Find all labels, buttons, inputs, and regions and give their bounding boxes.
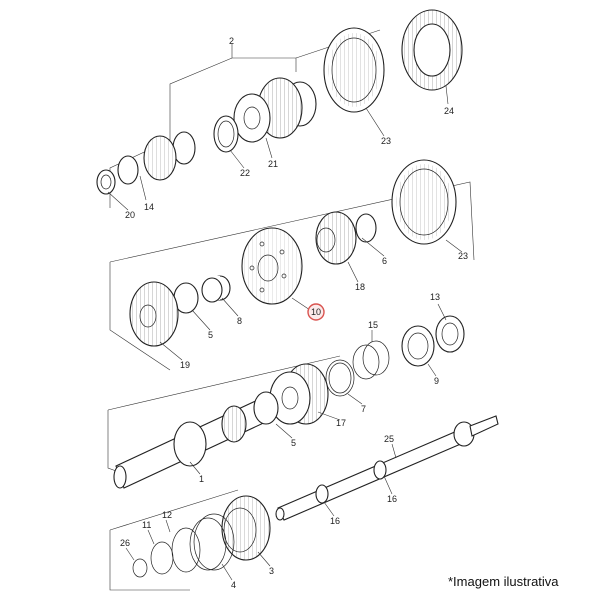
callout-9: 9: [434, 376, 439, 386]
bearing-14: [117, 131, 196, 185]
callout-20: 20: [125, 210, 135, 220]
callout-14: 14: [144, 202, 154, 212]
callout-1: 1: [199, 474, 204, 484]
callout-6: 6: [382, 256, 387, 266]
ring-4: [189, 513, 235, 571]
ring-11: [150, 541, 174, 575]
bearing-9: [401, 325, 435, 367]
callout-16-left: 16: [330, 516, 340, 526]
callout-19: 19: [180, 360, 190, 370]
gear-6: [315, 211, 377, 265]
drive-plate-18: [241, 227, 303, 305]
middle-assembly-frame: [109, 181, 475, 371]
callout-26: 26: [120, 538, 130, 548]
callout-22: 22: [240, 168, 250, 178]
callout-25: 25: [384, 434, 394, 444]
snap-ring-7: [325, 359, 355, 397]
gear-17: [269, 363, 329, 425]
gear-assembly-21: [233, 77, 317, 143]
callout-23-lower: 23: [458, 251, 468, 261]
callout-16-right: 16: [387, 494, 397, 504]
ring-12: [171, 527, 201, 573]
ring-26: [132, 558, 148, 578]
callout-12: 12: [162, 510, 172, 520]
illustrative-image-caption: *Imagem ilustrativa: [448, 574, 559, 589]
callout-21: 21: [268, 159, 278, 169]
highlighted-callout-10[interactable]: 10: [307, 303, 325, 321]
callout-18: 18: [355, 282, 365, 292]
main-shaft-1: [113, 391, 279, 489]
leader-lines: [107, 85, 463, 581]
callout-5-lower: 5: [291, 438, 296, 448]
callout-2: 2: [229, 36, 234, 46]
seal-13: [435, 315, 465, 353]
callout-5-upper: 5: [208, 330, 213, 340]
callout-15: 15: [368, 320, 378, 330]
bottom-assembly-frame: [109, 489, 239, 591]
bearing-20: [96, 169, 116, 195]
ring-15: [352, 340, 390, 380]
callout-3: 3: [269, 566, 274, 576]
synchro-ring-23-lower: [391, 159, 457, 245]
callout-17: 17: [336, 418, 346, 428]
callout-13: 13: [430, 292, 440, 302]
callout-11: 11: [142, 520, 151, 530]
callout-4: 4: [231, 580, 236, 590]
callout-23-upper: 23: [381, 136, 391, 146]
callout-24: 24: [444, 106, 454, 116]
ring-gear-24: [401, 9, 463, 91]
synchro-ring-23-upper: [323, 27, 385, 113]
synchro-hub-3: [221, 495, 271, 561]
bushing-8: [201, 275, 231, 303]
callout-10: 10: [311, 307, 321, 317]
ring-22: [213, 115, 239, 153]
callout-8: 8: [237, 316, 242, 326]
countershaft-25: [275, 415, 499, 521]
gear-19: [129, 281, 199, 347]
callout-7: 7: [361, 404, 366, 414]
